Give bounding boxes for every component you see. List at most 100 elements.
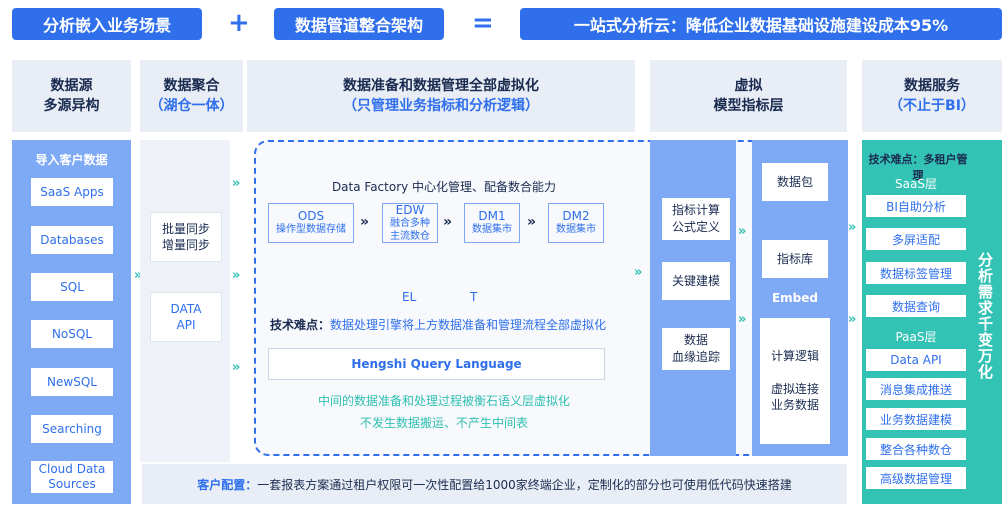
arrow-agg-mid-icon: » xyxy=(232,268,241,283)
service-saas-label: SaaS层 xyxy=(895,177,937,191)
source-item-databases: Databases xyxy=(31,226,113,254)
virtual-key-modeling-label: 关键建模 xyxy=(671,273,720,288)
virtual-metric-library: 指标库 xyxy=(762,240,828,278)
footer-config: 客户配置：一套报表方案通过租户权限可一次性配置给1000家终端企业，定制化的部分… xyxy=(142,464,847,504)
stage-dm1-title: DM1 xyxy=(478,209,506,224)
stage-dm2-sub: 数据集市 xyxy=(556,224,596,236)
source-item-nosql: NoSQL xyxy=(31,320,113,348)
source-item-cloud: Cloud Data Sources xyxy=(31,461,113,493)
arrow-dm1-dm2-icon: » xyxy=(527,214,536,230)
virtual-lineage-line1: 数据 xyxy=(683,333,708,348)
aggregation-sync: 批量同步 增量同步 xyxy=(150,212,222,262)
header-aggregation-line1: 数据聚合 xyxy=(163,77,220,94)
banner-scenario-text: 分析嵌入业务场景 xyxy=(42,16,171,35)
arrow-agg-top-icon: » xyxy=(232,176,241,191)
service-saas-bi: BI自助分析 xyxy=(866,195,966,217)
service-paas-modeling: 业务数据建模 xyxy=(866,408,966,430)
arrow-to-service-1-icon: » xyxy=(848,220,857,235)
virtual-metric-calc-line2: 公式定义 xyxy=(671,220,720,234)
header-preparation-line2: （只管理业务指标和分析逻辑） xyxy=(343,98,539,114)
service-paas-advanced: 高级数据管理 xyxy=(866,467,966,489)
banner-scenario: 分析嵌入业务场景 xyxy=(12,8,202,40)
service-paas-warehouse: 整合各种数仓 xyxy=(866,438,966,460)
source-cloud-line1: Cloud Data xyxy=(38,462,106,476)
tech-difficulty: 技术难点：数据处理引擎将上方数据准备和管理流程全部虚拟化 xyxy=(270,318,618,334)
virtual-lineage-line2: 血缘追踪 xyxy=(671,350,720,364)
source-item-searching: Searching xyxy=(31,415,113,443)
virtual-key-modeling: 关键建模 xyxy=(662,262,730,300)
stage-ods-sub: 操作型数据存储 xyxy=(276,224,346,236)
stage-ods-title: ODS xyxy=(297,209,325,224)
arrow-agg-bottom-icon: » xyxy=(232,360,241,375)
aggregation-sync-line2: 增量同步 xyxy=(161,238,210,252)
stage-dm1: DM1 数据集市 xyxy=(464,203,520,243)
service-saas-query: 数据查询 xyxy=(866,295,966,317)
source-item-newsql: NewSQL xyxy=(31,368,113,396)
virtual-metric-calc: 指标计算 公式定义 xyxy=(662,198,730,240)
header-service-line1: 数据服务 xyxy=(904,77,960,94)
header-virtual: 虚拟 模型指标层 xyxy=(650,60,847,132)
virtual-data-package: 数据包 xyxy=(762,163,828,201)
header-preparation-line1: 数据准备和数据管理全部虚拟化 xyxy=(343,77,539,94)
source-item-saas: SaaS Apps xyxy=(31,178,113,206)
arrow-source-to-aggregation-icon: » xyxy=(134,268,143,283)
note-no-movement: 不发生数据搬运、不产生中间表 xyxy=(359,416,528,430)
source-item-sql: SQL xyxy=(31,273,113,301)
aggregation-api-line1: DATA xyxy=(170,301,202,316)
header-virtual-line2: 模型指标层 xyxy=(713,98,784,114)
header-source: 数据源 多源异构 xyxy=(12,60,131,132)
label-t: T xyxy=(470,290,478,304)
arrow-virtual-1-icon: » xyxy=(738,224,747,239)
source-cloud-line2: Sources xyxy=(48,477,96,491)
note-virtualized: 中间的数据准备和处理过程被衡石语义层虚拟化 xyxy=(317,394,570,408)
arrow-ods-edw-icon: » xyxy=(360,214,369,230)
footer-prefix: 客户配置： xyxy=(197,477,258,492)
stage-edw-sub: 融合多种 xyxy=(390,218,430,229)
arrow-factory-to-virtual-icon: » xyxy=(634,265,643,280)
virtual-metric-calc-line1: 指标计算 xyxy=(671,203,720,218)
stage-dm1-sub: 数据集市 xyxy=(472,224,512,236)
stage-edw-sub2: 主流数仓 xyxy=(390,230,430,242)
aggregation-api-line2: API xyxy=(176,318,196,332)
footer-text: 一套报表方案通过租户权限可一次性配置给1000家终端企业，定制化的部分也可使用低… xyxy=(257,477,792,492)
stage-ods: ODS 操作型数据存储 xyxy=(268,203,354,243)
stage-edw-title: EDW xyxy=(395,203,425,217)
header-service: 数据服务 （不止于BI） xyxy=(862,60,1002,132)
arrow-edw-dm1-icon: » xyxy=(443,214,452,230)
stage-dm2: DM2 数据集市 xyxy=(548,203,604,243)
hql-label: Hengshi Query Language xyxy=(351,357,522,371)
banner-result-text: 一站式分析云：降低企业数据基础设施建设成本95% xyxy=(573,16,949,35)
tech-difficulty-prefix: 技术难点： xyxy=(270,318,331,332)
virtual-logic: 计算逻辑 xyxy=(770,348,819,363)
header-source-line1: 数据源 xyxy=(50,77,93,94)
source-title: 导入客户数据 xyxy=(35,153,108,167)
virtual-connect-1: 虚拟连接 xyxy=(770,381,819,396)
header-aggregation: 数据聚合 （湖仓一体） xyxy=(140,60,243,132)
header-preparation: 数据准备和数据管理全部虚拟化 （只管理业务指标和分析逻辑） xyxy=(247,60,635,132)
header-aggregation-line2: （湖仓一体） xyxy=(149,98,234,114)
service-paas-push: 消息集成推送 xyxy=(866,378,966,400)
equals-sign: = xyxy=(472,8,494,38)
service-side-text: 分析需求千变万化 xyxy=(976,252,994,380)
banner-result: 一站式分析云：降低企业数据基础设施建设成本95% xyxy=(520,8,1002,40)
service-saas-multiscreen: 多屏适配 xyxy=(866,228,966,250)
service-saas-tags: 数据标签管理 xyxy=(866,262,966,284)
banner-pipeline-text: 数据管道整合架构 xyxy=(294,16,423,35)
banner-pipeline: 数据管道整合架构 xyxy=(274,8,444,40)
virtual-metric-library-label: 指标库 xyxy=(776,251,813,266)
plus-sign: + xyxy=(228,8,250,38)
tech-difficulty-text: 数据处理引擎将上方数据准备和管理流程全部虚拟化 xyxy=(330,318,607,332)
virtual-connect-2: 业务数据 xyxy=(770,398,819,413)
arrow-virtual-2-icon: » xyxy=(738,312,747,327)
virtual-logic-box: 计算逻辑 虚拟连接 业务数据 xyxy=(760,318,830,444)
hql-box: Hengshi Query Language xyxy=(268,348,605,380)
stage-edw: EDW 融合多种 主流数仓 xyxy=(382,203,438,243)
factory-title: Data Factory 中心化管理、配备数合能力 xyxy=(331,180,557,194)
arrow-to-service-2-icon: » xyxy=(848,312,857,327)
aggregation-data-api: DATA API xyxy=(150,292,222,342)
service-paas-api: Data API xyxy=(866,349,966,371)
virtual-data-package-label: 数据包 xyxy=(776,174,813,189)
label-el: EL xyxy=(402,290,417,304)
header-service-line2: （不止于BI） xyxy=(889,98,975,114)
header-source-line2: 多源异构 xyxy=(43,98,100,114)
